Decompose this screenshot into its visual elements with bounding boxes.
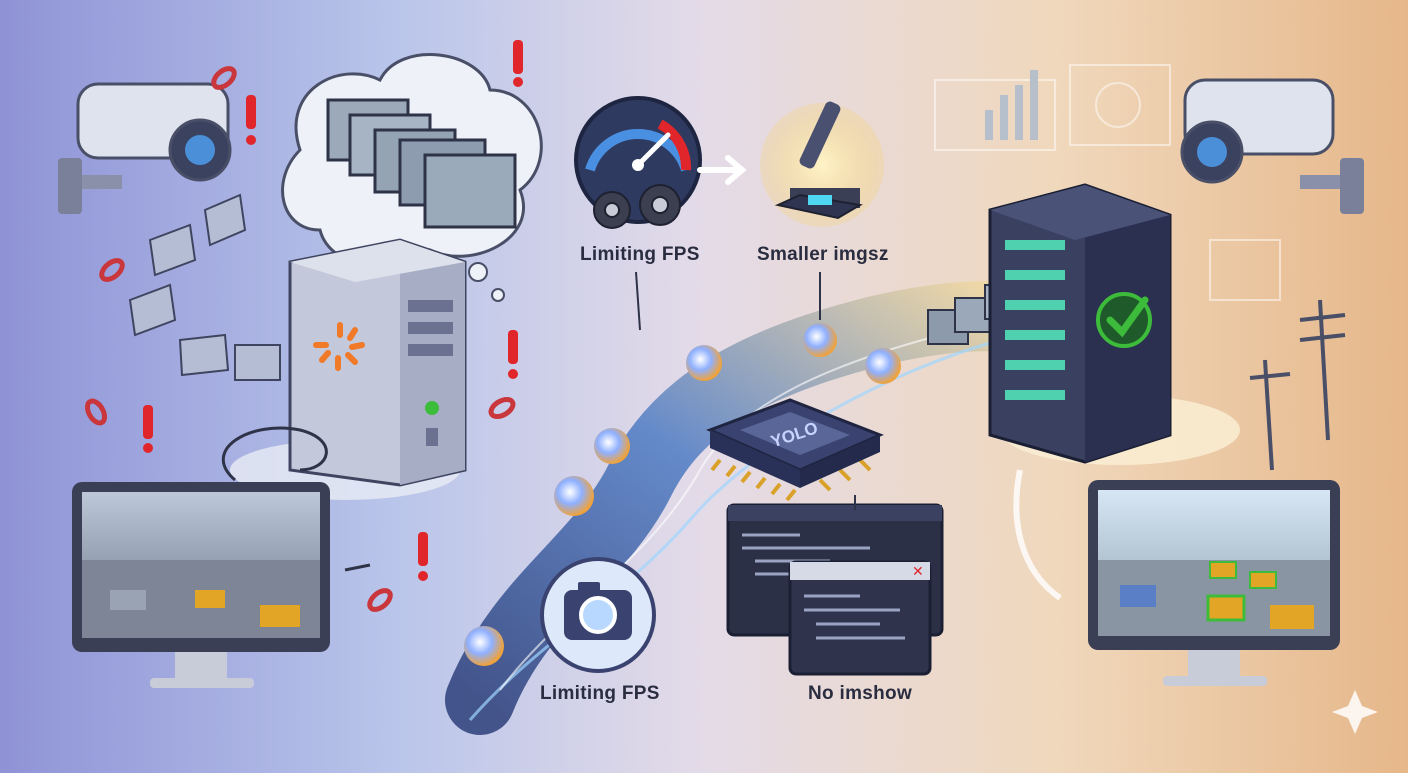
camera-icon xyxy=(540,557,656,673)
microscope-icon xyxy=(760,101,884,227)
right-monitor xyxy=(1088,480,1340,686)
overloaded-server xyxy=(288,238,467,487)
overflowing-frames xyxy=(326,98,517,229)
code-window-front: ✕ xyxy=(788,560,932,676)
close-icon: ✕ xyxy=(912,563,924,579)
checkmark-icon xyxy=(1096,292,1152,348)
warning-exclamation-icons xyxy=(143,40,523,581)
arrow-to-monitor xyxy=(1013,469,1062,601)
yolo-chip: YOLO xyxy=(706,398,884,502)
label-smaller-imgsz: Smaller imgsz xyxy=(757,244,889,265)
label-limiting-fps-bottom: Limiting FPS xyxy=(540,683,660,704)
arrow-to-microscope xyxy=(697,155,747,185)
left-camera-icon xyxy=(58,82,232,214)
right-camera-icon xyxy=(1180,78,1364,214)
utility-pole xyxy=(1249,299,1346,471)
left-monitor xyxy=(72,482,330,688)
gears-icon xyxy=(593,184,681,229)
thought-cloud xyxy=(281,53,543,302)
loading-spinner-icon xyxy=(313,322,365,371)
data-bubbles xyxy=(464,323,901,666)
return-arrow xyxy=(344,563,371,572)
connector-fps-top xyxy=(635,271,641,331)
label-no-imshow: No imshow xyxy=(808,683,913,704)
sparkle-icon xyxy=(1332,690,1378,734)
label-limiting-fps-top: Limiting FPS xyxy=(580,244,700,265)
dashboard-panels xyxy=(934,64,1281,301)
broken-chain-icons xyxy=(84,66,516,612)
left-cable xyxy=(221,426,328,482)
broken-film-strip xyxy=(128,193,281,381)
